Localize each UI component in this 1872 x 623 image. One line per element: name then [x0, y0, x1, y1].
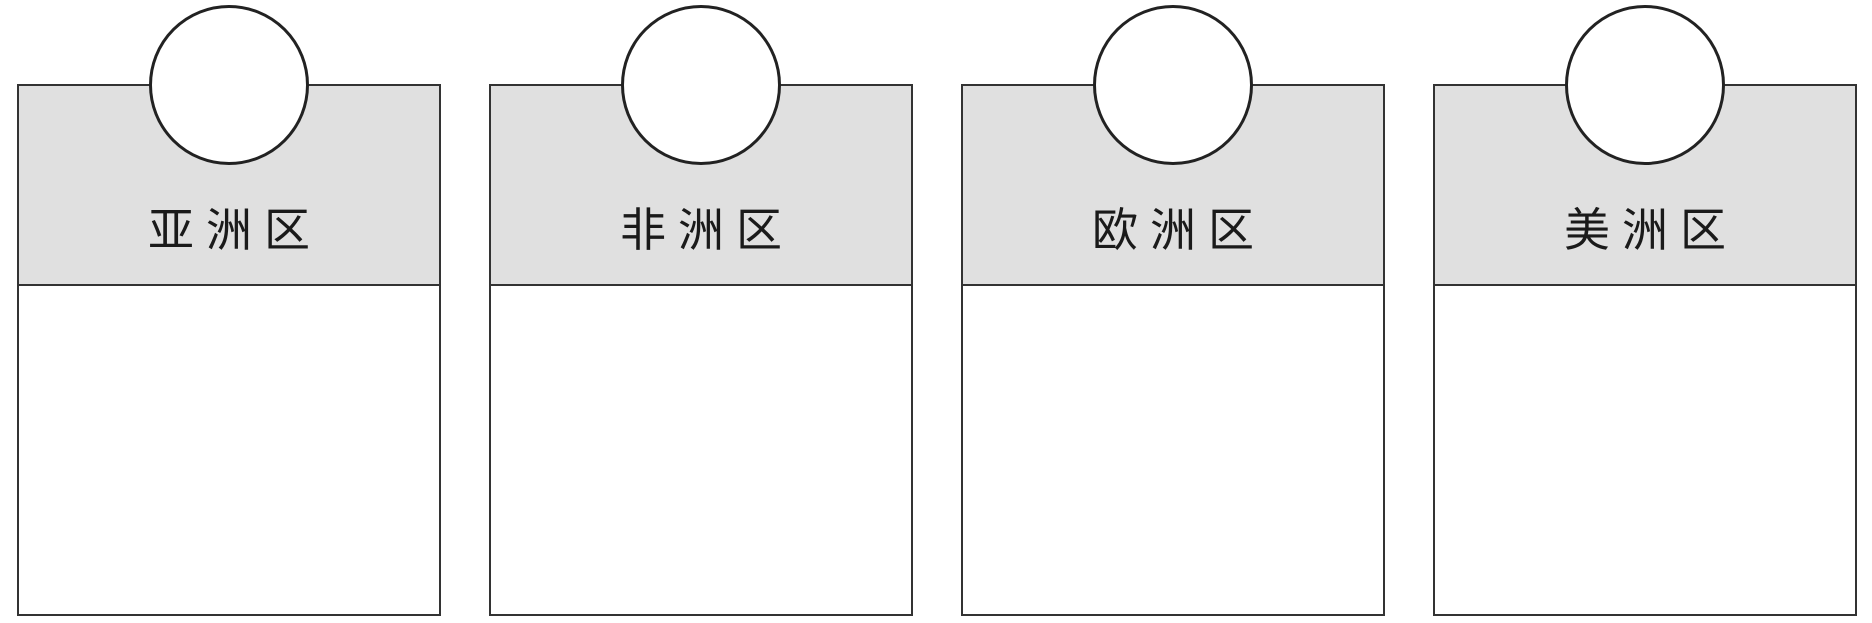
hole-circle [1565, 5, 1725, 165]
region-label: 亚洲区 [148, 203, 322, 257]
region-label: 非洲区 [620, 203, 794, 257]
hole-circle [1093, 5, 1253, 165]
region-label: 欧洲区 [1092, 203, 1266, 257]
region-card-americas: 美洲区 [1433, 84, 1857, 616]
hole-circle [621, 5, 781, 165]
region-label: 美洲区 [1564, 203, 1738, 257]
region-card-europe: 欧洲区 [961, 84, 1385, 616]
hole-circle [149, 5, 309, 165]
